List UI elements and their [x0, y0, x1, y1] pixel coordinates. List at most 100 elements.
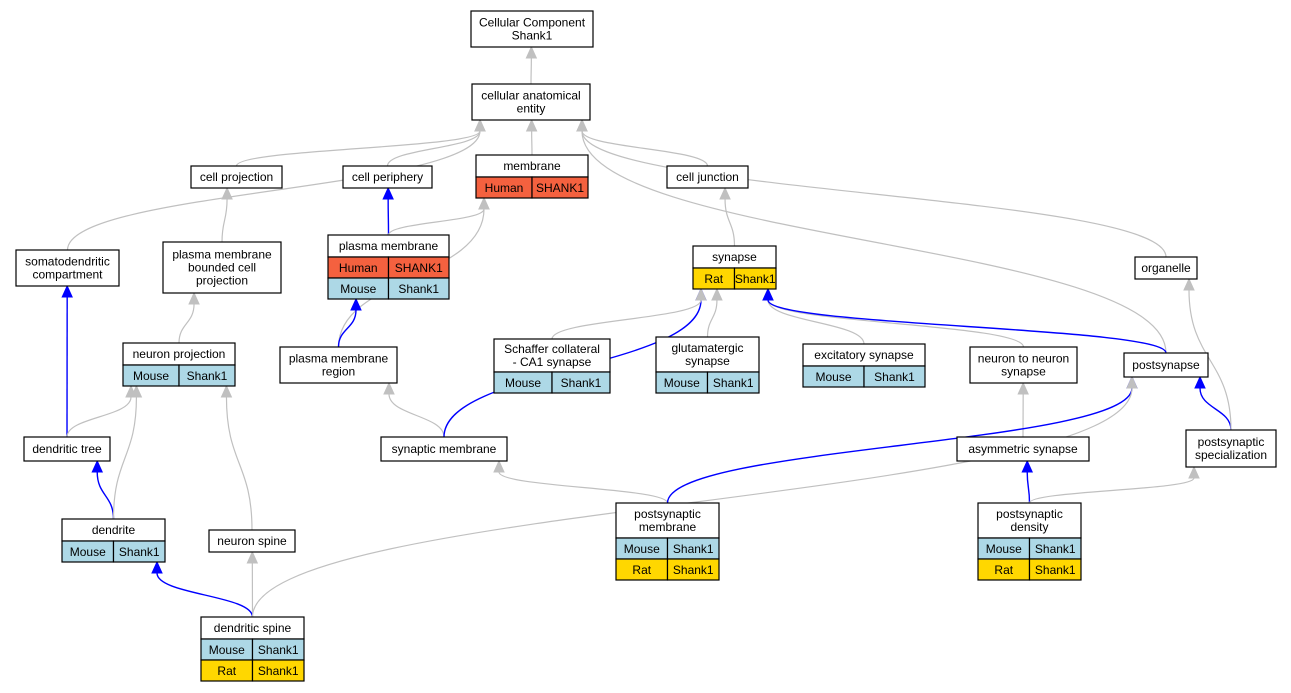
gene-cell [1028, 558, 1082, 581]
gene-cell [112, 540, 166, 563]
edge-part_of-psd-to-asym [1026, 471, 1031, 504]
term-header-box [956, 436, 1090, 462]
arrowhead-icon [719, 186, 731, 200]
arrowhead-icon [61, 284, 73, 298]
term-header-box [1123, 352, 1209, 378]
term-node-asym: asymmetric synapse [956, 436, 1090, 462]
gene-label: Shank1 [187, 369, 228, 383]
term-label: Cellular Component [479, 16, 586, 30]
edge-is_a-n2n-to-synapse [767, 299, 1025, 348]
species-label: Rat [994, 563, 1013, 577]
term-node-cellproj: cell projection [190, 165, 283, 189]
term-label: density [1010, 520, 1048, 534]
term-header-box [162, 241, 282, 294]
edge-is_a-cellper-to-cae [386, 130, 481, 167]
term-label: excitatory synapse [814, 348, 914, 362]
term-label: dendritic spine [214, 621, 292, 635]
edge-is_a-pmbcp-to-cellproj [221, 198, 228, 243]
species-label: Human [339, 261, 378, 275]
edge-is_a-neuronproj-to-pmbcp [178, 303, 195, 344]
term-header-box [23, 436, 111, 462]
term-node-celljunc: cell junction [666, 165, 749, 189]
edge-is_a-somato-to-cae [66, 130, 481, 251]
term-label: somatodendritic [25, 255, 110, 269]
species-label: Mouse [209, 643, 245, 657]
gene-cell [733, 267, 777, 290]
term-label: synapse [1001, 365, 1046, 379]
edge-part_of-psm-to-postsyn [666, 387, 1133, 504]
edge-is_a-glut-to-synapse [706, 299, 718, 338]
edge-is_a-postsyn-to-cae [581, 130, 1167, 354]
edge-part_of-dendrite-to-dendtree [96, 471, 115, 520]
term-label: postsynaptic [1198, 435, 1265, 449]
term-label: organelle [1141, 261, 1191, 275]
gene-label: Shank1 [874, 370, 915, 384]
arrowhead-icon [525, 118, 538, 132]
species-label: Mouse [664, 376, 700, 390]
term-label: compartment [32, 268, 103, 282]
term-label: plasma membrane [289, 352, 389, 366]
term-header-box [380, 436, 508, 462]
arrowhead-icon [220, 384, 233, 398]
gene-cell [706, 371, 760, 394]
term-label: dendritic tree [32, 442, 102, 456]
term-label: membrane [503, 159, 561, 173]
term-label: glutamatergic [671, 341, 743, 355]
edge-is_a-pm-to-membrane [387, 208, 485, 236]
arrowhead-icon [1183, 277, 1195, 291]
arrowhead-icon [350, 297, 362, 311]
edge-is_a-synapse-to-celljunc [724, 198, 736, 247]
term-header-box [493, 338, 611, 373]
species-label: Rat [632, 563, 651, 577]
term-header-box [666, 165, 749, 189]
species-label: Mouse [133, 369, 169, 383]
term-header-box [969, 346, 1078, 384]
term-label: cell junction [676, 170, 739, 184]
species-label: Mouse [340, 282, 376, 296]
gene-label: Shank1 [398, 282, 439, 296]
edge-is_a-synmem-to-pmr [388, 393, 445, 438]
term-node-cellper: cell periphery [342, 165, 433, 189]
species-label: Rat [217, 664, 236, 678]
gene-label: Shank1 [561, 376, 602, 390]
term-label: cell projection [200, 170, 273, 184]
edge-is_a-celljunc-to-cae [581, 130, 709, 167]
species-label: Mouse [815, 370, 851, 384]
edge-part_of-postsyn-to-synapse [767, 299, 1167, 354]
term-label: bounded cell [188, 261, 256, 275]
species-label: Mouse [505, 376, 541, 390]
term-label: dendrite [92, 523, 136, 537]
term-label: synapse [712, 250, 757, 264]
term-label: postsynaptic [996, 507, 1063, 521]
arrowhead-icon [493, 459, 505, 473]
gene-label: Shank1 [258, 664, 299, 678]
term-label: entity [517, 102, 546, 116]
term-header-box [470, 10, 594, 48]
arrowhead-icon [576, 118, 588, 132]
term-node-synmem: synaptic membrane [380, 436, 508, 462]
term-node-dendtree: dendritic tree [23, 436, 111, 462]
term-header-box [1134, 256, 1198, 280]
arrowhead-icon [1188, 465, 1200, 479]
gene-label: Shank1 [735, 272, 776, 286]
arrowhead-icon [525, 45, 538, 59]
arrowhead-icon [151, 560, 163, 574]
arrowhead-icon [1017, 381, 1029, 395]
term-label: - CA1 synapse [513, 355, 592, 369]
term-label: synapse [685, 354, 730, 368]
edge-part_of-dspine-to-dendrite [156, 572, 254, 618]
arrowhead-icon [474, 118, 486, 132]
arrowhead-icon [762, 287, 774, 301]
term-label: postsynapse [1132, 358, 1200, 372]
term-node-nspine: neuron spine [208, 529, 296, 553]
